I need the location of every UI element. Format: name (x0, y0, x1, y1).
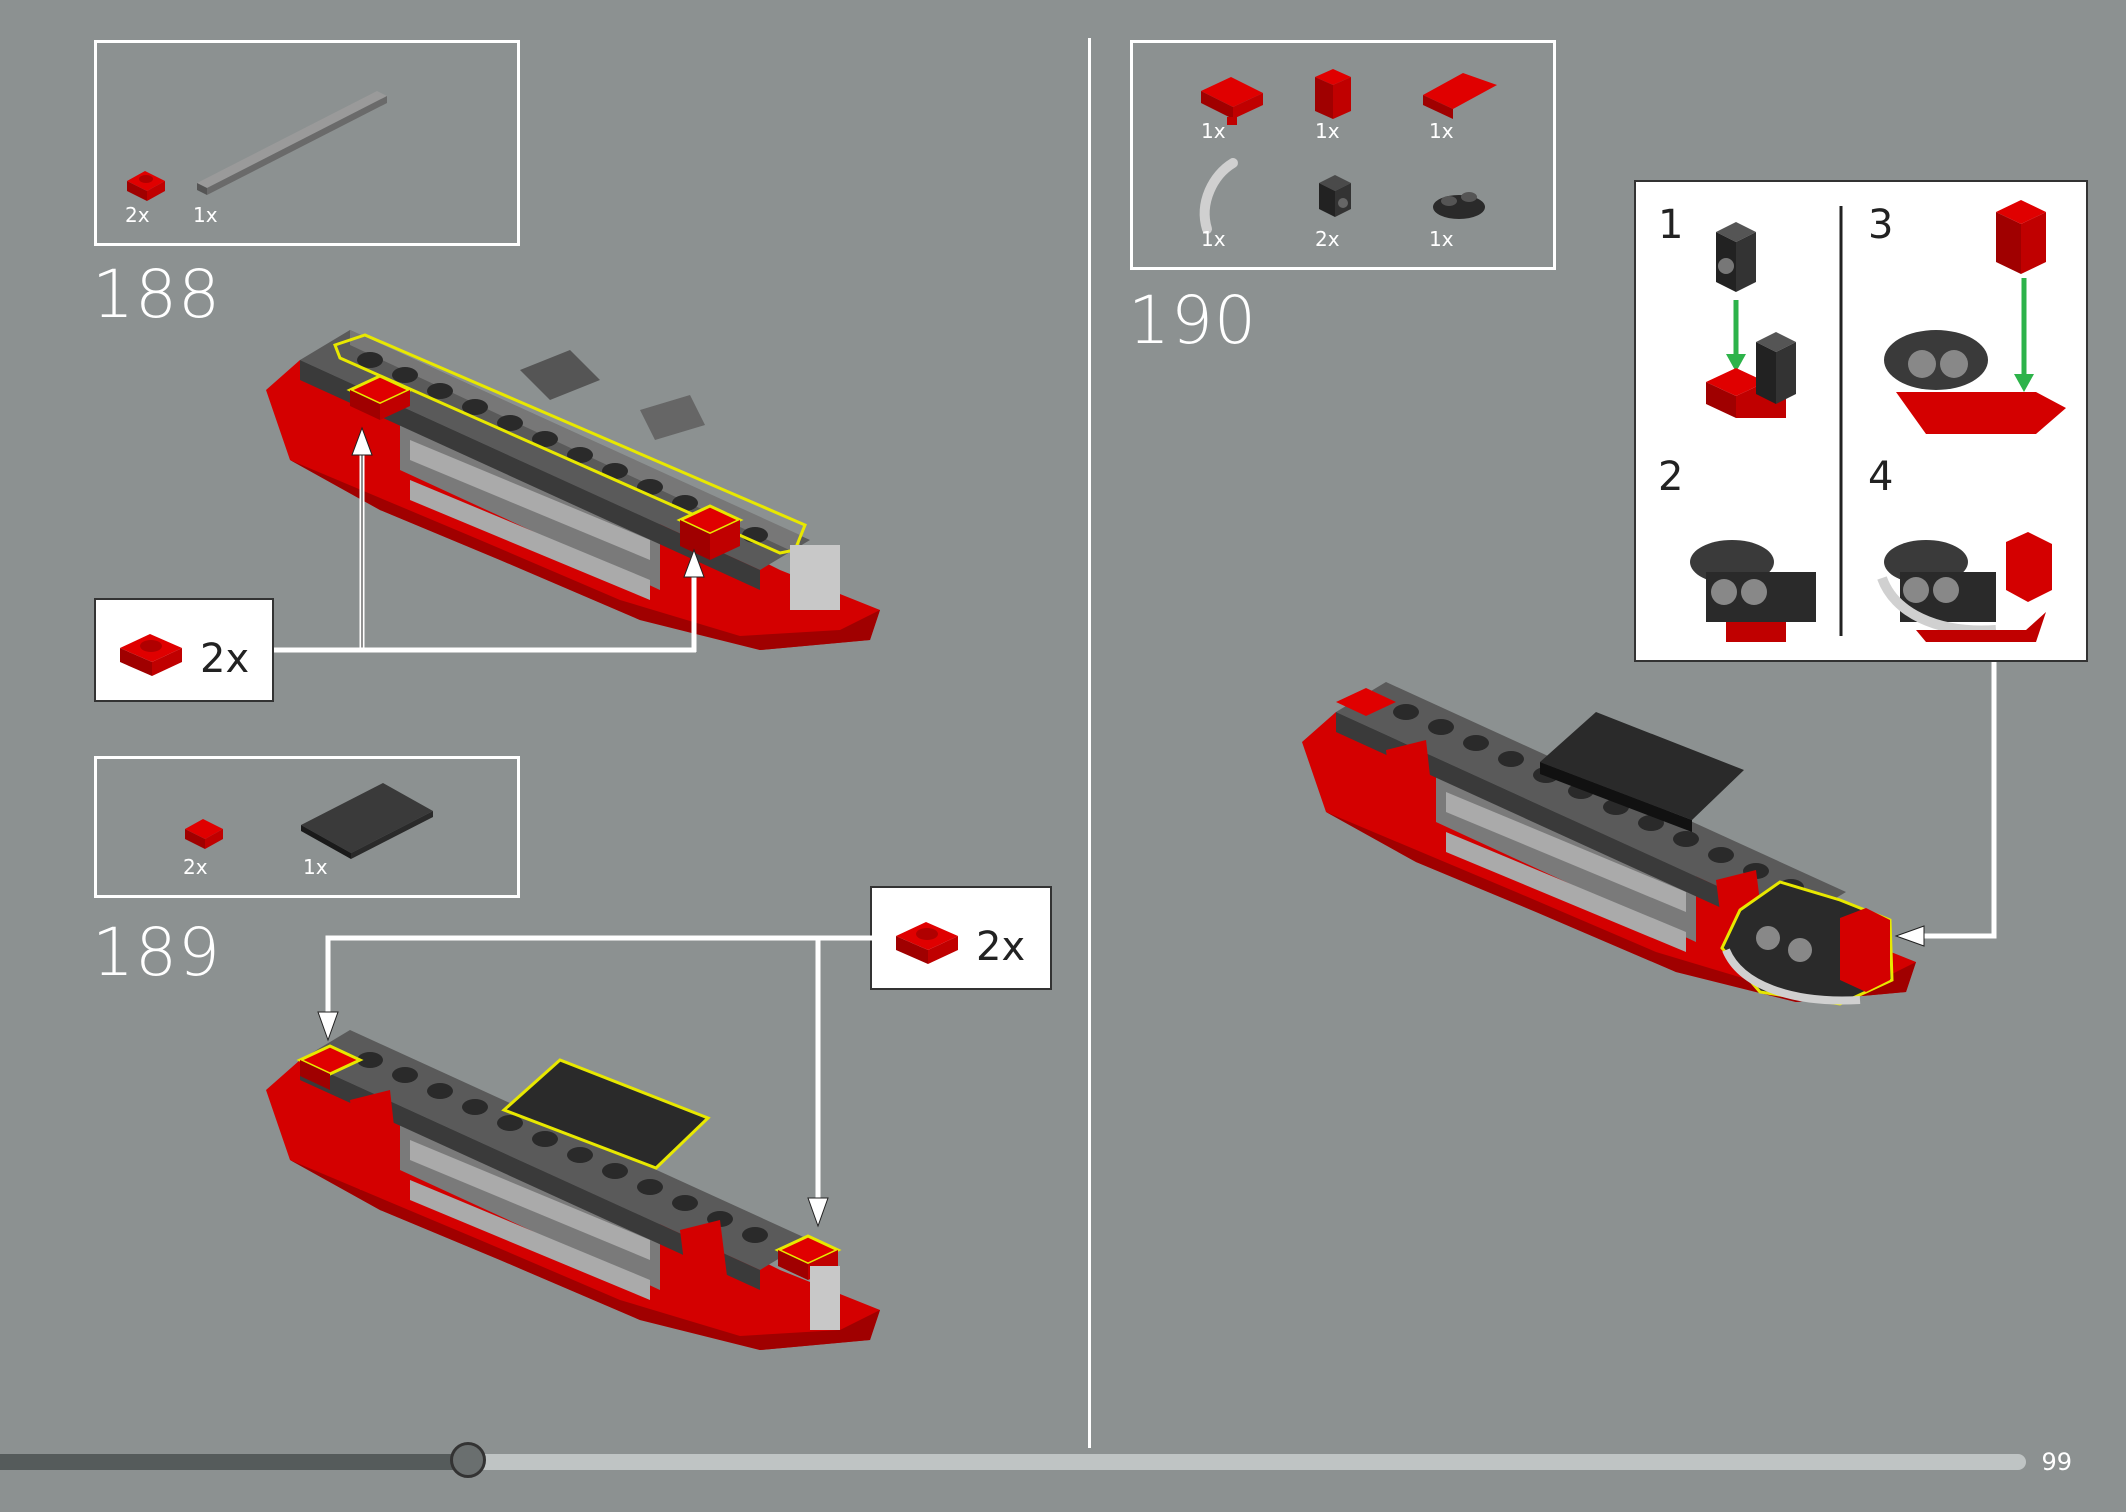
parts-list-190-art (1199, 69, 1497, 234)
parts-list-188-art (127, 91, 387, 201)
step-number-190: 190 (1128, 282, 1257, 359)
callout-part-188 (120, 634, 182, 676)
callout-qty: 2x (200, 636, 250, 682)
part-red-plate-icon (185, 819, 223, 849)
progress-slider-handle[interactable] (450, 1442, 486, 1478)
progress-completed (0, 1454, 470, 1470)
callout-part-189 (896, 922, 958, 964)
page-divider (1088, 38, 1091, 1448)
part-red-brick-icon (1315, 69, 1351, 119)
part-red-plate-icon (127, 171, 165, 201)
step-number-189: 189 (92, 914, 221, 991)
part-red-plate-clip-icon (1201, 77, 1263, 125)
arrow-189 (317, 935, 872, 1228)
callout-189: 2x (870, 886, 1052, 990)
part-dark-tile-icon (301, 783, 433, 859)
substep-number: 1 (1658, 202, 1684, 248)
part-qty: 1x (1429, 119, 1454, 143)
callout-qty: 2x (976, 924, 1026, 970)
progress-track[interactable] (470, 1454, 2026, 1470)
part-curved-bar-icon (1199, 158, 1238, 234)
page-number: 99 (2041, 1448, 2072, 1476)
part-red-wedge-icon (1423, 73, 1497, 119)
substep-number: 3 (1868, 202, 1894, 248)
part-dark-round-plate-icon (1433, 192, 1485, 219)
parts-list-190: 1x 1x 1x 1x 2x 1x (1130, 40, 1556, 270)
substep-3-art (1884, 200, 2066, 434)
part-qty: 1x (193, 203, 218, 227)
subassembly-callout: 1 3 2 4 (1634, 180, 2088, 662)
arrow-188 (272, 426, 705, 653)
part-qty: 1x (1201, 119, 1226, 143)
part-qty: 1x (1201, 227, 1226, 251)
part-gray-plate-icon (197, 91, 387, 195)
substep-1-art (1706, 222, 1796, 418)
parts-list-189-art (185, 783, 433, 859)
step-number-188: 188 (92, 256, 221, 333)
part-qty: 1x (303, 855, 328, 879)
parts-list-188: 2x 1x (94, 40, 520, 246)
substep-2-art (1690, 540, 1816, 642)
part-qty: 2x (183, 855, 208, 879)
callout-188: 2x (94, 598, 274, 702)
part-qty: 2x (1315, 227, 1340, 251)
substep-number: 4 (1868, 454, 1894, 500)
part-qty: 1x (1315, 119, 1340, 143)
substep-number: 2 (1658, 454, 1684, 500)
subassembly-art (1690, 200, 2066, 642)
arrow-190 (1894, 662, 1997, 947)
parts-list-189: 2x 1x (94, 756, 520, 898)
part-qty: 1x (1429, 227, 1454, 251)
part-qty: 2x (125, 203, 150, 227)
part-dark-headlight-brick-icon (1319, 175, 1351, 217)
substep-4-art (1877, 532, 2052, 642)
